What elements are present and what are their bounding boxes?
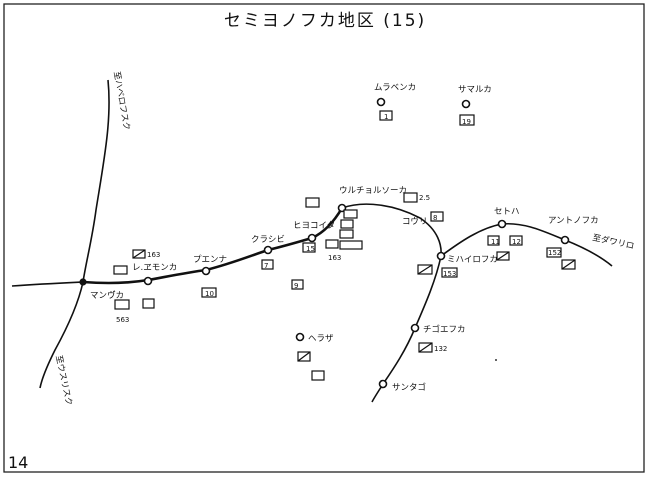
station-marker-petuta: [201, 266, 211, 276]
unit-label-7: 132: [434, 345, 447, 353]
station-label-imonka: レ.ヱモンカ: [132, 263, 177, 273]
station-marker-kurbaza: [376, 97, 386, 107]
unit-box-11: [339, 240, 363, 250]
unit-box-23-slash: [561, 259, 576, 270]
unit-box-17-slash: [417, 264, 433, 275]
road-label-north: 至ハベロフスク: [111, 71, 131, 131]
station-marker-inaza: [295, 332, 305, 342]
unit-box-26: [459, 114, 475, 126]
station-label-antonovka: アントノフカ: [548, 216, 599, 226]
map-title: セミヨノフカ地区 (15): [224, 11, 426, 31]
railway-east-curve: [341, 203, 442, 257]
station-marker-semenovka: [436, 251, 446, 261]
unit-box-21-slash: [496, 251, 510, 261]
unit-label-5: 2.5: [419, 194, 430, 202]
road-west: [11, 281, 84, 287]
unit-symbols: [113, 110, 576, 381]
unit-box-1-slash: [132, 249, 146, 259]
unit-label-6: 152: [548, 249, 561, 257]
station-label-kovori: コヴリ: [402, 216, 428, 227]
unit-label-2: 563: [116, 316, 129, 324]
unit-label-10: 11: [491, 238, 500, 246]
station-label-koraci: クラシビ: [251, 235, 285, 245]
unit-box-9: [302, 242, 316, 253]
unit-box-15: [403, 192, 418, 203]
station-label-chimoiska: チゴエフカ: [423, 324, 466, 335]
unit-box-27-slash: [297, 351, 311, 362]
unit-label-9: 7: [264, 262, 268, 270]
unit-box-8: [305, 197, 320, 208]
unit-box-28: [311, 370, 325, 381]
station-label-sichi: セトハ: [494, 207, 520, 217]
map-border: [3, 3, 645, 473]
station-label-mangzhi: マンヴ゙カ: [90, 290, 124, 301]
unit-label-8: 10: [205, 290, 214, 298]
unit-box-14: [339, 229, 354, 239]
unit-box-25: [379, 110, 393, 121]
unit-box-22: [546, 247, 562, 258]
station-marker-samarka: [461, 99, 471, 109]
railway-south: [371, 255, 442, 403]
page-number: 14: [8, 453, 28, 472]
station-label-santago: サンタゴ: [392, 382, 426, 393]
unit-box-10: [325, 239, 339, 249]
unit-box-2: [113, 265, 128, 275]
station-marker-chimoiska: [410, 323, 420, 333]
station-label-semenovka: ミハイロフカ: [447, 255, 498, 265]
unit-label-4: 163: [328, 254, 341, 262]
unit-label-1: 163: [147, 251, 160, 259]
unit-box-20: [509, 235, 523, 246]
unit-label-3: 15: [306, 245, 315, 253]
unit-box-4: [142, 298, 155, 309]
road-label-south: 至ウスリスク: [53, 355, 73, 407]
road-north-south: [39, 79, 110, 389]
station-marker-pikamta: [307, 233, 317, 243]
unit-box-12: [343, 209, 358, 219]
unit-label-15: 19: [462, 118, 471, 126]
station-marker-imonka: [143, 276, 153, 286]
map-speck: [495, 359, 497, 361]
station-label-inaza: ヘラザ: [308, 334, 334, 344]
unit-label-13: 8: [433, 214, 437, 222]
station-label-kurbaza: ムラベンカ: [374, 83, 416, 93]
station-label-samarka: サマルカ: [458, 85, 492, 95]
unit-box-24-slash: [418, 342, 433, 353]
unit-box-5: [201, 287, 217, 298]
station-marker-antonovka: [560, 235, 570, 245]
unit-label-16: 153: [443, 270, 456, 278]
station-label-petuta: プエンナ: [193, 255, 227, 265]
station-marker-mangzhi: [79, 278, 87, 286]
unit-box-19: [487, 235, 500, 246]
unit-label-11: 12: [512, 238, 521, 246]
unit-box-6: [261, 259, 274, 270]
unit-box-13: [340, 219, 354, 229]
station-label-pikamta: ヒヨコイタ: [293, 221, 335, 231]
unit-box-3: [114, 299, 130, 310]
unit-label-12: 9: [294, 282, 298, 290]
unit-box-18: [441, 267, 458, 278]
station-marker-koraci: [263, 245, 273, 255]
station-marker-santago: [378, 379, 388, 389]
road-label-east: 至ダワリロ: [591, 232, 635, 252]
station-label-volsovska: ウルチョルソーカ: [339, 186, 407, 196]
unit-box-16: [430, 211, 444, 222]
unit-label-14: 1: [384, 113, 388, 121]
railway-east: [440, 222, 613, 267]
station-marker-sichi: [497, 219, 507, 229]
unit-box-7: [291, 279, 304, 290]
